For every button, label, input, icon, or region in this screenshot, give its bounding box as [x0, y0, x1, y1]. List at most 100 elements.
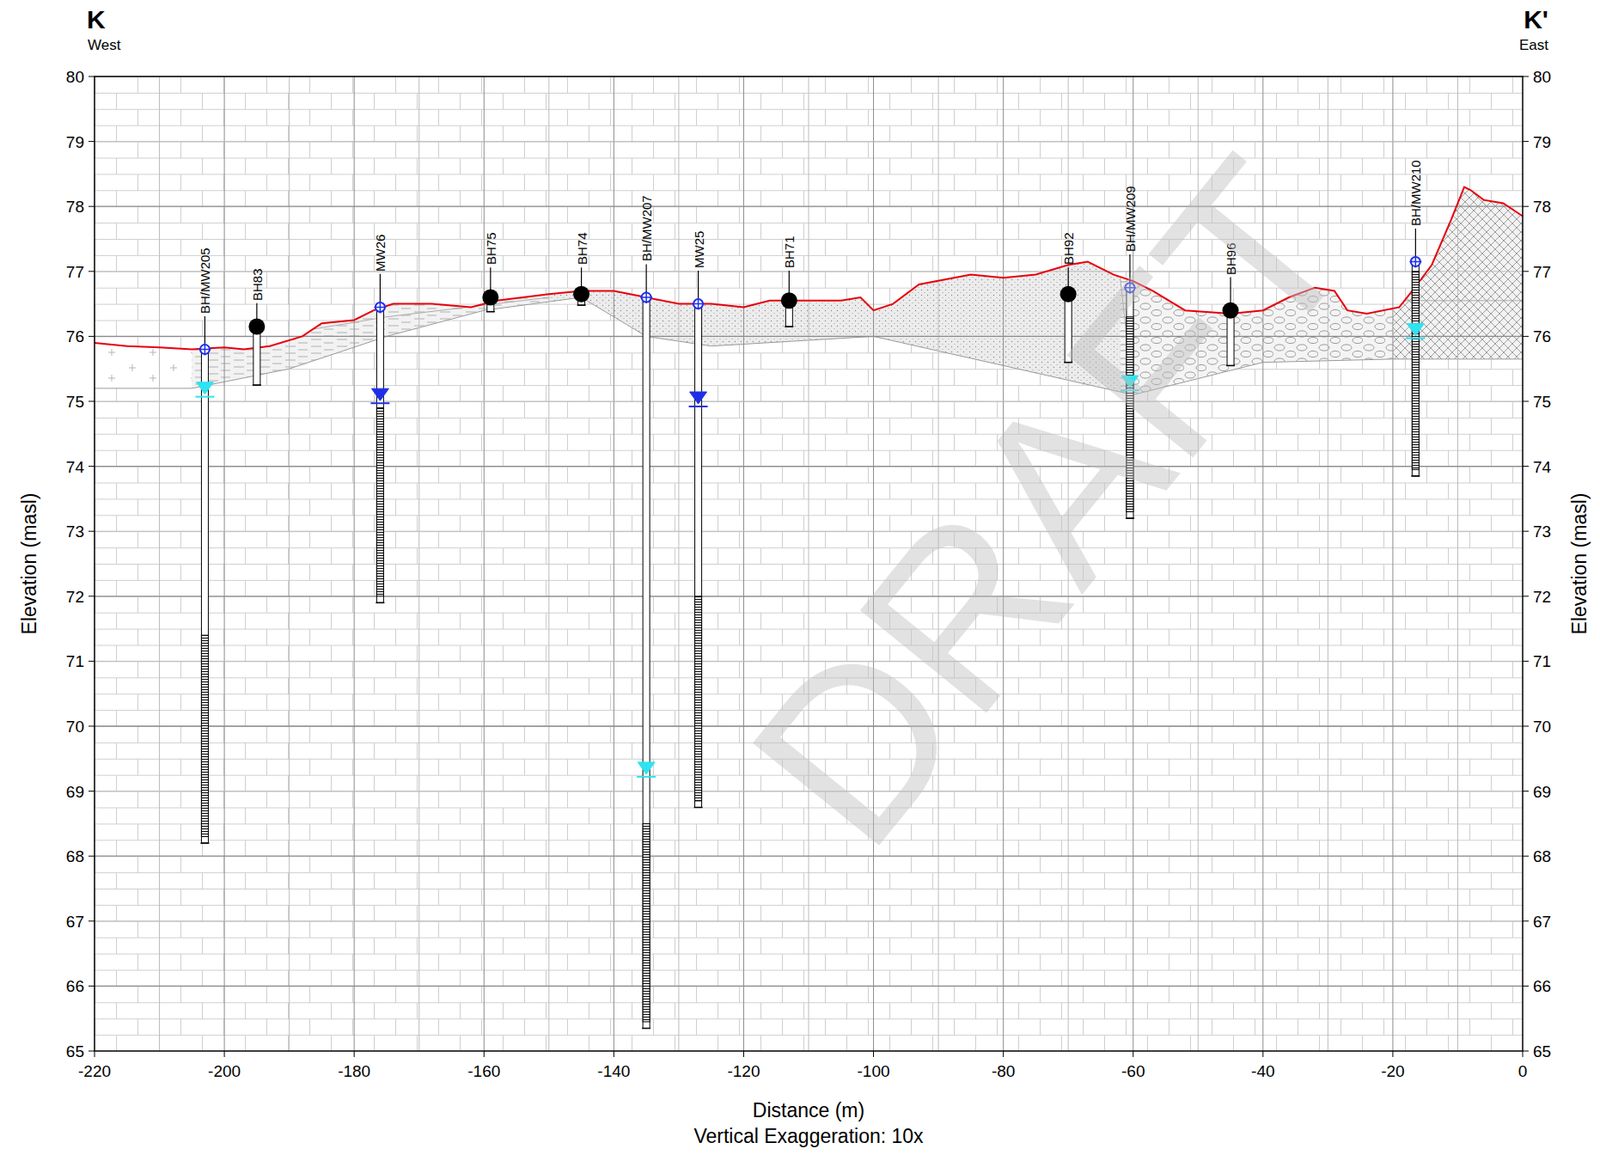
tick-label: 73	[1532, 523, 1552, 540]
drawing-part	[613, 1050, 615, 1057]
tick-label: 78	[1532, 198, 1552, 215]
drawing-part	[743, 1050, 745, 1057]
drawing-part	[677, 76, 679, 1051]
drawing-part	[1002, 1050, 1004, 1057]
drawing-part	[94, 920, 1523, 922]
borehole-label: BH/MW207	[640, 195, 654, 263]
drawing-part	[1392, 1050, 1393, 1057]
drawing-part	[1120, 76, 1393, 402]
drawing-part	[88, 855, 95, 857]
tick-label: 0	[1518, 1062, 1528, 1080]
drawing-part	[808, 76, 810, 1051]
drawing-part	[195, 228, 1425, 1029]
drawing-part	[191, 76, 550, 402]
borehole-label: BH/MW209	[1123, 185, 1136, 252]
tick-label: 68	[1532, 848, 1552, 865]
drawing-part	[224, 76, 226, 1051]
drawing-part	[88, 920, 95, 922]
drawing-part	[88, 206, 95, 208]
tick-label: 67	[66, 912, 85, 929]
tick-label: 74	[66, 458, 85, 475]
drawing-part	[201, 349, 208, 844]
drawing-part	[482, 289, 499, 306]
drawing-part	[1060, 286, 1077, 303]
drawing-part	[88, 790, 95, 792]
drawing-part	[252, 384, 262, 386]
tick-label: 71	[66, 653, 85, 670]
drawing-part	[253, 326, 261, 385]
drawing-part	[195, 396, 214, 398]
drawing-part	[1002, 76, 1004, 1051]
borehole-label: BH/MW205	[198, 247, 212, 314]
drawing-part	[689, 405, 709, 408]
drawing-part	[873, 1050, 874, 1057]
drawing-part	[1063, 361, 1073, 364]
drawing-part	[641, 1027, 651, 1030]
drawing-part	[88, 1050, 95, 1052]
drawing-part	[1064, 293, 1072, 362]
borehole-label: BH74	[574, 232, 588, 266]
tick-label: 66	[1532, 977, 1552, 995]
drawing-part	[873, 76, 874, 1051]
drawing-part	[1522, 1050, 1529, 1052]
tick-label: -40	[1251, 1062, 1275, 1080]
section-label: K'	[1523, 6, 1549, 33]
tick-label: 76	[66, 328, 85, 345]
drawing-part	[1522, 1050, 1524, 1057]
drawing-part	[694, 806, 703, 809]
drawing-part	[88, 726, 95, 727]
drawing-part	[1522, 465, 1529, 467]
drawing-part	[354, 1050, 355, 1057]
drawing-part	[1522, 401, 1529, 403]
drawing-part	[94, 140, 1523, 142]
drawing-part	[88, 140, 95, 142]
drawing-part	[548, 76, 550, 1051]
drawing-part	[94, 465, 1523, 467]
drawing-part	[94, 76, 1523, 1051]
tick-label: 80	[1532, 68, 1552, 86]
tick-label: 77	[66, 262, 85, 280]
watermark: DRAFT	[711, 122, 1392, 883]
drawing-part	[1406, 323, 1424, 336]
tick-label: 73	[66, 523, 85, 540]
tick-label: -20	[1380, 1062, 1405, 1080]
axis-title: Elevation (masl)	[19, 493, 40, 636]
drawing-part	[637, 762, 655, 775]
drawing-part	[1197, 76, 1199, 1051]
tick-label: -80	[991, 1062, 1015, 1080]
drawing-part	[1125, 517, 1135, 520]
drawing-part	[573, 286, 590, 303]
drawing-part	[636, 775, 656, 778]
tick-label: 68	[66, 848, 85, 865]
borehole-label: BH83	[250, 268, 263, 301]
drawing-part	[483, 1050, 485, 1057]
axis-title: Elevation (masl)	[1569, 493, 1590, 636]
drawing-part	[1522, 985, 1529, 987]
section-label: K	[86, 6, 106, 33]
drawing-part	[94, 725, 1523, 727]
drawing-part	[938, 76, 940, 1051]
drawing-part	[1121, 375, 1139, 388]
drawing-part	[375, 602, 385, 605]
drawing-part	[1262, 76, 1264, 1051]
drawing-part	[1522, 140, 1529, 142]
drawing-part	[486, 311, 495, 313]
tick-label: -140	[597, 1062, 630, 1080]
drawing-part	[1132, 1050, 1134, 1057]
drawing-part	[1522, 335, 1529, 337]
drawing-part	[94, 1050, 96, 1057]
drawing-part	[1522, 790, 1529, 792]
tick-label: 75	[66, 393, 85, 410]
drawing-part	[94, 270, 1523, 272]
tick-label: -160	[467, 1062, 501, 1080]
tick-label: -120	[726, 1062, 760, 1080]
tick-label: 74	[1532, 458, 1552, 475]
drawing-part	[94, 335, 1523, 337]
drawing-part	[94, 531, 1523, 532]
drawing-part	[88, 465, 95, 467]
drawing-part	[376, 408, 384, 597]
drawing-part	[1120, 389, 1140, 391]
drawing-part	[695, 596, 703, 801]
drawing-part	[1522, 920, 1529, 922]
tick-label: 76	[1532, 328, 1552, 345]
